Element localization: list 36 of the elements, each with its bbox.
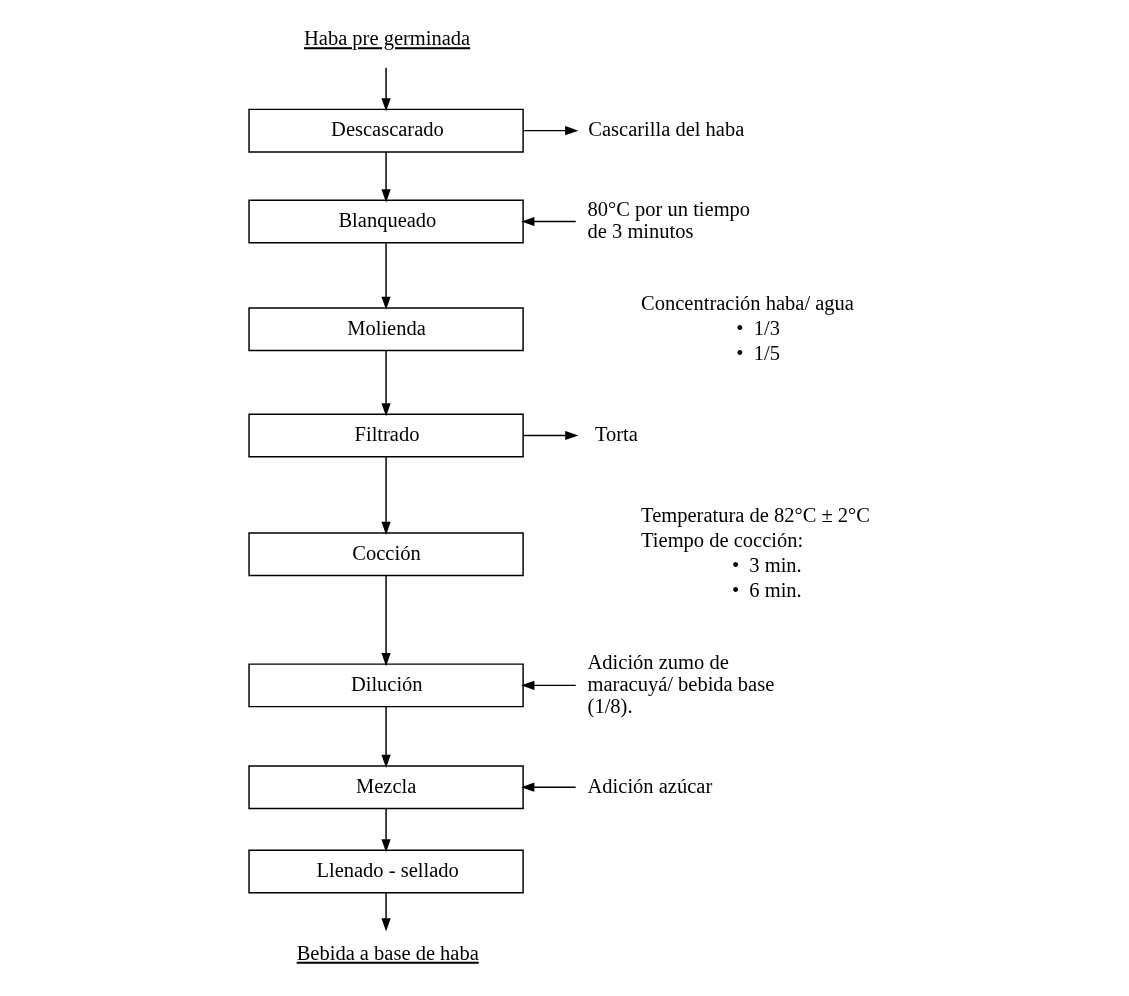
arrow [381, 455, 391, 535]
node-text: Bebida a base de haba [296, 941, 479, 964]
node-box: Descascarado [248, 108, 524, 153]
node-box: Filtrado [248, 413, 524, 457]
node-label: • 6 min. [731, 578, 802, 601]
arrow [381, 349, 391, 416]
node-label: • 1/3 [736, 316, 780, 339]
arrow [381, 705, 391, 768]
arrow [521, 680, 577, 690]
arrow [522, 125, 579, 135]
arrow [381, 807, 391, 852]
node-text: Adición azúcar [587, 774, 713, 797]
node-label: Concentración haba/ agua [641, 291, 854, 314]
arrow [522, 430, 579, 440]
arrow [521, 782, 577, 792]
node-text: Torta [594, 422, 638, 445]
arrow [521, 216, 577, 226]
node-box: Cocción [248, 531, 524, 576]
node-label: • 1/5 [736, 341, 780, 364]
node-text: Adición zumo de maracuyá/ bebida base (1/8). [587, 650, 775, 717]
node-label: • 3 min. [731, 553, 802, 576]
node-box: Molienda [248, 306, 524, 351]
arrow [381, 241, 391, 310]
arrow [381, 66, 391, 111]
node-text: 80°C por un tiempo de 3 minutos [587, 197, 751, 242]
node-box: Blanqueado [248, 199, 524, 243]
node-box: Llenado - sellado [248, 849, 524, 893]
node-box: Dilución [248, 662, 524, 707]
node-label: Tiempo de cocción: [641, 528, 804, 551]
node-text: Haba pre germinada [304, 26, 471, 49]
arrow [381, 891, 391, 931]
arrow [381, 150, 391, 202]
node-text: Cascarilla del haba [588, 117, 745, 140]
node-label: Temperatura de 82°C ± 2°C [641, 503, 870, 526]
arrow [381, 574, 391, 666]
node-box: Mezcla [248, 764, 524, 809]
